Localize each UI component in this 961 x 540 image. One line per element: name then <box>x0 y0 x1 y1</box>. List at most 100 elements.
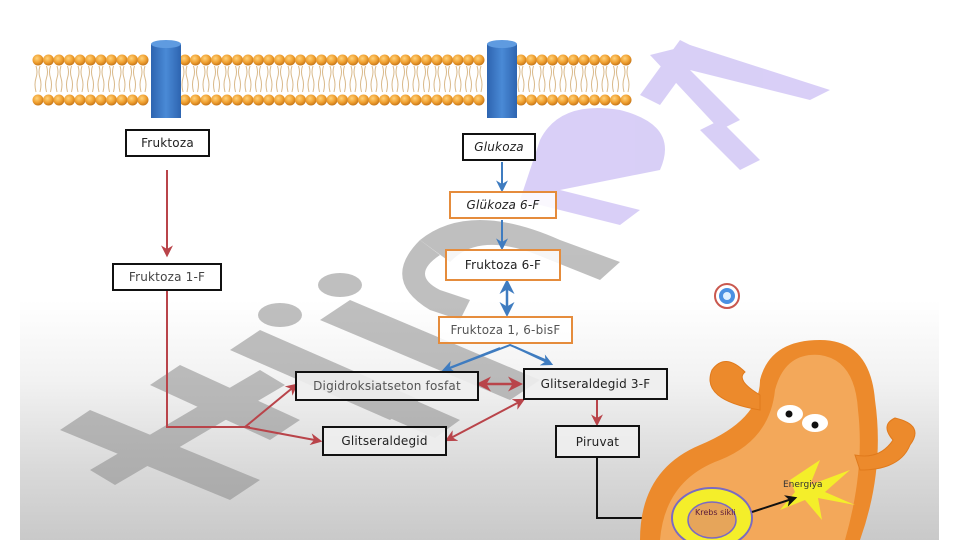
lipid-tail <box>76 65 84 93</box>
lipid-head <box>326 54 338 66</box>
lipid-head <box>305 54 317 66</box>
lipid-tail <box>601 65 609 93</box>
lipid-tail <box>454 65 462 93</box>
lipid-head <box>211 54 222 66</box>
lipid-head <box>578 94 590 106</box>
arrow-to-digidroksiatseton <box>244 383 298 428</box>
mitochondria-eyes <box>777 405 828 432</box>
lipid-tail <box>108 65 115 93</box>
lipid-tail <box>412 65 420 93</box>
arrow-to-digidroksiatseton-blue <box>441 347 501 373</box>
lipid-tail <box>66 65 73 93</box>
lipid-tail <box>622 65 630 93</box>
lipid-head <box>127 94 138 106</box>
lipid-head <box>253 54 264 66</box>
lipid-head <box>179 94 191 106</box>
lipid-head <box>379 54 390 66</box>
lipid-head <box>410 94 422 106</box>
node-glukoza-6f: Glükoza 6-F <box>449 191 557 219</box>
lipid-head <box>610 54 621 66</box>
node-piruvat-label: Piruvat <box>575 434 620 449</box>
lipid-head <box>410 54 422 66</box>
node-piruvat: Piruvat <box>555 425 640 458</box>
lipid-head <box>242 94 254 106</box>
lipid-head <box>599 94 611 106</box>
lipid-head <box>316 94 327 106</box>
lipid-tail <box>538 65 546 93</box>
lipid-head <box>547 54 558 66</box>
lipid-head <box>379 94 390 106</box>
lipid-head <box>452 54 464 66</box>
lipid-head <box>137 54 149 66</box>
lipid-tail <box>349 65 357 93</box>
lipid-head <box>232 94 243 106</box>
lipid-head <box>389 54 401 66</box>
lipid-head <box>463 54 474 66</box>
lipid-tail <box>192 65 199 93</box>
lipid-head <box>526 54 537 66</box>
lipid-head <box>358 54 369 66</box>
lipid-tail <box>223 65 231 93</box>
lipid-tail <box>255 65 262 93</box>
lipid-head <box>179 54 191 66</box>
lipid-tail <box>549 65 556 93</box>
lipid-head <box>421 54 432 66</box>
krebs-label: Krebs sikli <box>695 508 736 517</box>
lipid-head <box>515 54 527 66</box>
node-glukoza-label: Glukoza <box>474 140 524 154</box>
lipid-head <box>515 94 527 106</box>
lipid-head <box>295 54 306 66</box>
lipid-head <box>368 94 380 106</box>
lipid-head <box>463 94 474 106</box>
slide-margin-left <box>0 300 20 540</box>
lipid-head <box>284 94 296 106</box>
lipid-tail <box>129 65 136 93</box>
lipid-head <box>536 54 548 66</box>
arrow-to-glitseraldegid <box>244 426 323 446</box>
lipid-head <box>64 54 75 66</box>
lipid-head <box>95 94 107 106</box>
lipid-head <box>53 94 65 106</box>
node-glitseraldegid: Glitseraldegid <box>322 426 447 456</box>
lipid-head <box>95 54 107 66</box>
lipid-head <box>200 54 212 66</box>
lipid-tail <box>286 65 294 93</box>
node-glitseraldegid-label: Glitseraldegid <box>341 434 428 448</box>
lipid-head <box>620 94 632 106</box>
lipid-head <box>127 54 138 66</box>
lipid-head <box>242 54 254 66</box>
lipid-head <box>452 94 464 106</box>
lipid-head <box>620 54 632 66</box>
lipid-head <box>473 94 485 106</box>
lipid-tail <box>423 65 430 93</box>
lipid-head <box>368 54 380 66</box>
lipid-head <box>221 94 233 106</box>
lipid-head <box>137 94 149 106</box>
lipid-head <box>442 94 453 106</box>
node-fruktoza-1f-label: Fruktoza 1-F <box>128 270 206 284</box>
lipid-head <box>64 94 75 106</box>
lipid-tail <box>202 65 210 93</box>
lipid-tail <box>181 65 189 93</box>
lipid-head <box>74 94 86 106</box>
lipid-head <box>442 54 453 66</box>
lipid-tail <box>612 65 619 93</box>
lipid-head <box>473 54 485 66</box>
node-fruktoza-1f: Fruktoza 1-F <box>112 263 222 291</box>
lipid-tail <box>381 65 388 93</box>
lipid-tail <box>391 65 399 93</box>
lipid-tail <box>276 65 283 93</box>
lipid-head <box>253 94 264 106</box>
slide-margin-right <box>939 300 961 540</box>
node-fruktoza-16bisf: Fruktoza 1, 6-bisF <box>438 316 573 344</box>
energy-label: Energiya <box>783 480 823 490</box>
arrow-glitseraldegid-g3f <box>444 398 526 442</box>
lipid-head <box>43 54 54 66</box>
node-fruktoza-16bisf-label: Fruktoza 1, 6-bisF <box>450 323 561 337</box>
lipid-tail <box>55 65 63 93</box>
lipid-tail <box>307 65 315 93</box>
lipid-head <box>190 54 201 66</box>
lipid-tail <box>265 65 273 93</box>
